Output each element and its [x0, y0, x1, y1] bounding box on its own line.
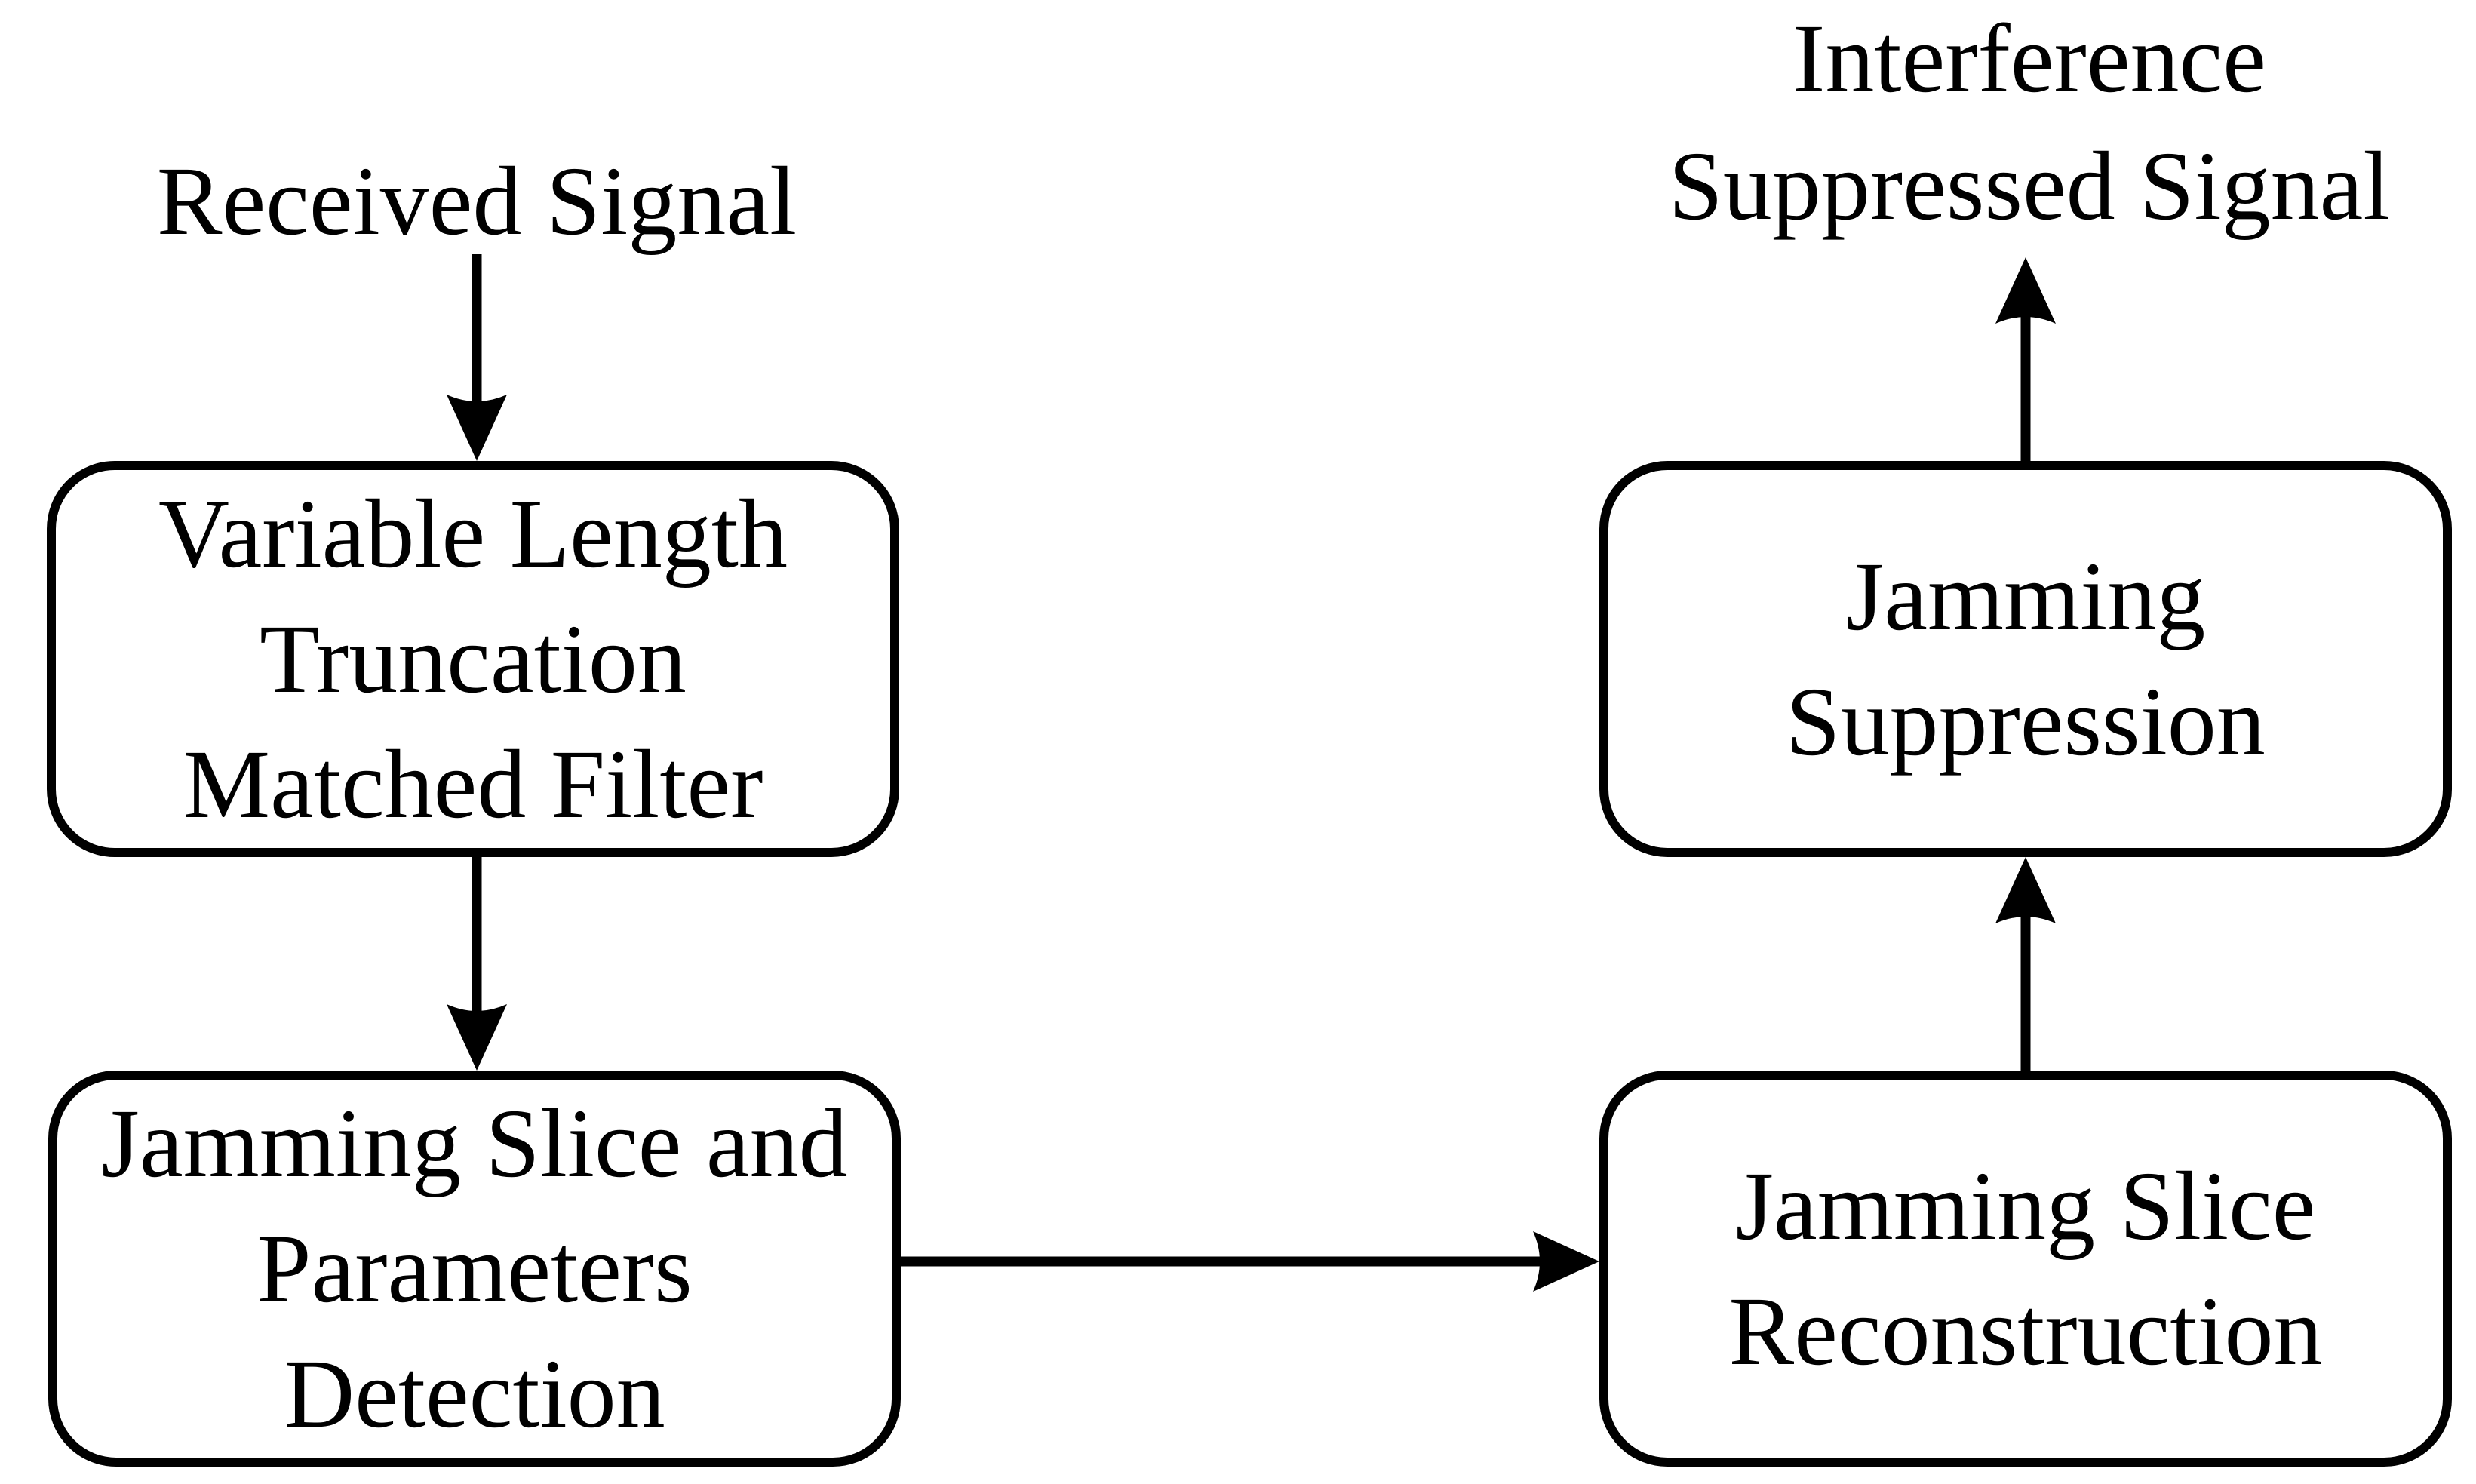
received-signal-label: Received Signal [156, 147, 797, 256]
arrow-received-signal-to-matched-filter-icon [447, 254, 507, 461]
arrow-detection-to-reconstruction-icon [901, 1231, 1599, 1292]
arrow-matched-filter-to-detection-icon [447, 857, 507, 1071]
node-text-line: Reconstruction [1728, 1277, 2323, 1386]
node-text-line: Jamming Slice and [101, 1089, 848, 1198]
node-text: Jamming Suppression [1786, 534, 2266, 785]
node-text-line: Suppression [1786, 667, 2266, 776]
arrow-reconstruction-to-suppression-icon [1995, 857, 2056, 1071]
output-label-line-1: Interference [1792, 5, 2266, 113]
node-text-line: Jamming [1845, 542, 2206, 651]
node-jamming-slice-and-parameters-detection: Jamming Slice and Parameters Detection [48, 1071, 901, 1467]
output-label-line-2: Suppressed Signal [1668, 132, 2391, 241]
node-text-line: Variable Length [158, 479, 788, 588]
node-text-line: Matched Filter [183, 730, 763, 839]
node-variable-length-truncation-matched-filter: Variable Length Truncation Matched Filte… [47, 461, 899, 857]
node-jamming-slice-reconstruction: Jamming Slice Reconstruction [1599, 1071, 2452, 1467]
arrow-suppression-to-output-icon [1995, 257, 2056, 461]
node-text-line: Truncation [260, 604, 687, 714]
node-text: Jamming Slice Reconstruction [1728, 1144, 2322, 1394]
node-text: Jamming Slice and Parameters Detection [101, 1081, 847, 1457]
node-text-line: Jamming Slice [1735, 1151, 2316, 1261]
node-text-line: Detection [284, 1339, 665, 1449]
node-text-line: Parameters [257, 1214, 693, 1323]
node-jamming-suppression: Jamming Suppression [1599, 461, 2452, 857]
node-text: Variable Length Truncation Matched Filte… [158, 472, 788, 847]
interference-suppressed-signal-label: Interference Suppressed Signal [1669, 0, 2391, 250]
